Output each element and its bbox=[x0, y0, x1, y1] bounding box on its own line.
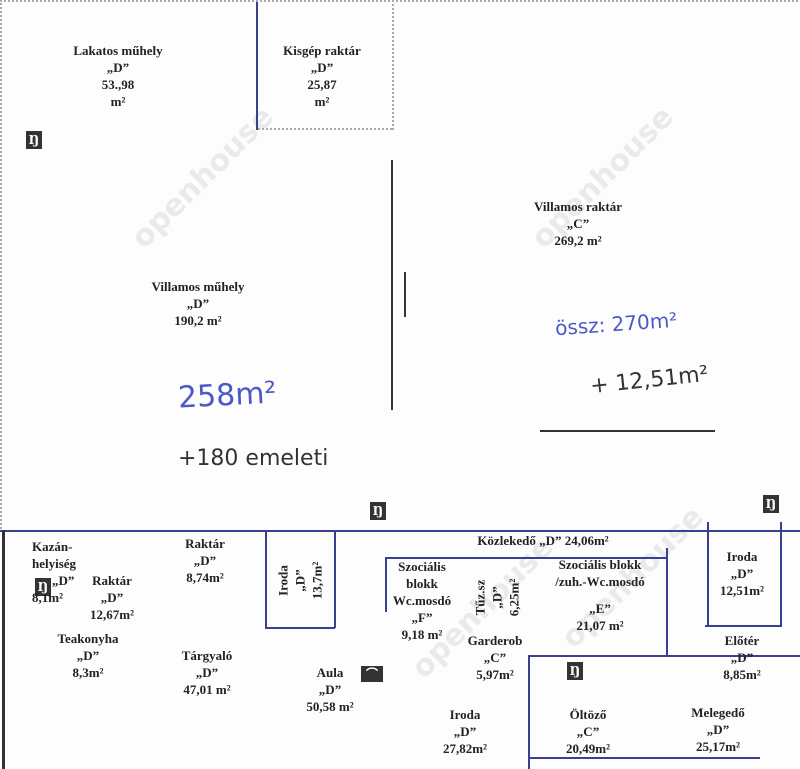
underline bbox=[540, 430, 715, 432]
room-szocialis-blokk-e: Szociális blokk/zuh.-Wc.mosdó„E”21,07 m² bbox=[555, 557, 645, 633]
room-aula: Aula„D”50,58 m² bbox=[306, 665, 354, 714]
wall bbox=[666, 548, 668, 656]
wall bbox=[530, 655, 800, 657]
room-kazanhelyiseg: Kazán-helyiség„D”8,1m² bbox=[32, 539, 77, 605]
wall bbox=[780, 522, 782, 627]
room-iroda-12: Iroda„D”12,51m² bbox=[720, 549, 764, 598]
room-teakonyha: Teakonyha„D”8,3m² bbox=[57, 631, 119, 680]
room-raktar-small: Raktár„D”12,67m² bbox=[90, 573, 134, 622]
wall bbox=[385, 557, 387, 612]
room-tuz-sz: Tűz.sz„D”6,25m² bbox=[472, 578, 522, 617]
wall bbox=[391, 160, 393, 410]
room-raktar: Raktár„D”8,74m² bbox=[185, 536, 225, 585]
room-kozlekedo: Közlekedő „D” 24,06m² bbox=[477, 533, 609, 548]
note-workshop-area: 258m² bbox=[177, 375, 278, 416]
photo-marker-icon[interactable]: Ŋ bbox=[567, 662, 583, 680]
wall bbox=[528, 655, 530, 769]
note-upper-floor: +180 emeleti bbox=[178, 446, 329, 471]
wall bbox=[334, 530, 336, 628]
room-iroda-27: Iroda„D”27,82m² bbox=[443, 707, 487, 756]
wall bbox=[705, 625, 782, 627]
wall bbox=[404, 272, 406, 317]
wall bbox=[265, 530, 267, 628]
room-oltozo: Öltöző„C”20,49m² bbox=[566, 707, 610, 756]
wall bbox=[392, 0, 394, 130]
wall bbox=[530, 757, 760, 759]
room-eloter: Előtér„D”8,85m² bbox=[723, 633, 761, 682]
wall bbox=[385, 557, 667, 559]
photo-marker-icon[interactable]: Ŋ bbox=[370, 502, 386, 520]
room-villamos-raktar: Villamos raktár„C”269,2 m² bbox=[534, 199, 622, 248]
room-villamos-muhely: Villamos műhely„D”190,2 m² bbox=[151, 279, 245, 328]
photo-marker-icon[interactable]: Ŋ bbox=[35, 578, 51, 596]
wall bbox=[265, 627, 335, 629]
wall bbox=[2, 530, 5, 769]
photo-marker-icon[interactable]: Ŋ bbox=[763, 495, 779, 513]
room-targyalo: Tárgyaló„D”47,01 m² bbox=[181, 648, 233, 697]
wall bbox=[258, 128, 392, 130]
room-garderob: Garderob„C”5,97m² bbox=[467, 633, 523, 682]
wall bbox=[256, 0, 258, 130]
wall bbox=[707, 522, 709, 627]
room-iroda-13: Iroda„D”13,7m² bbox=[275, 561, 325, 600]
wall bbox=[0, 530, 800, 532]
panorama-marker-icon[interactable]: ⌒ bbox=[361, 666, 383, 682]
photo-marker-icon[interactable]: Ŋ bbox=[26, 131, 42, 149]
room-melegedo: Melegedő„D”25,17m² bbox=[691, 705, 745, 754]
